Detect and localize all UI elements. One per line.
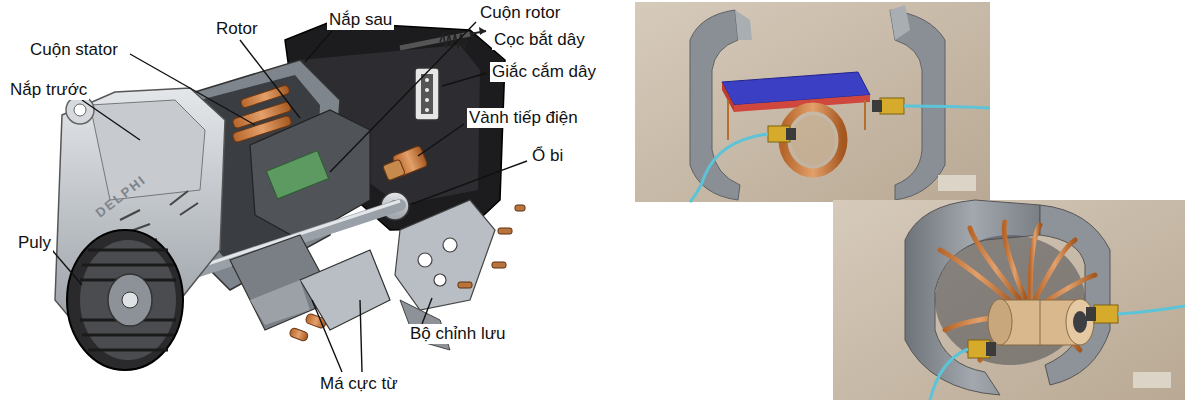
part-label: Giắc cắm dây [490, 62, 598, 82]
part-label: Ổ bi [530, 146, 565, 166]
part-label: Nắp sau [327, 10, 394, 30]
part-label: Bộ chỉnh lưu [408, 324, 508, 344]
part-label: Rotor [214, 19, 260, 39]
part-label: Má cực từ [318, 374, 400, 394]
part-label: Puly [16, 233, 53, 253]
part-label: Cuộn rotor [478, 3, 562, 23]
part-label: Nắp trước [8, 80, 89, 100]
leader-lines [52, 22, 527, 372]
slip-ring-model [635, 2, 990, 202]
part-label: Vành tiếp điện [467, 108, 580, 128]
commutator-model [833, 200, 1185, 400]
part-label: Cuộn stator [28, 40, 120, 60]
part-label: Cọc bắt dây [492, 30, 587, 50]
alternator-body [55, 22, 525, 370]
